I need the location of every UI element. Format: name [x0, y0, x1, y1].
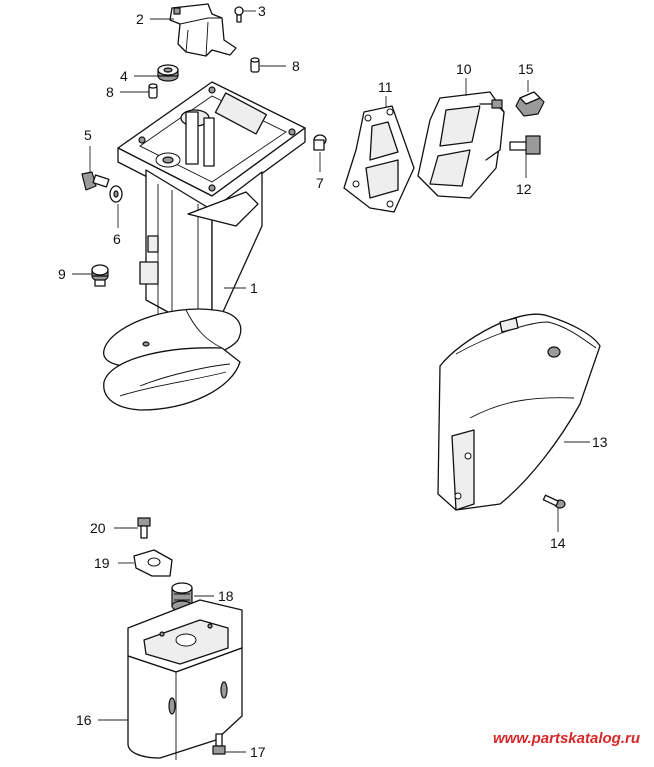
callout-16: 16 — [76, 712, 92, 728]
part-17-bolt — [212, 733, 226, 755]
callout-8-right: 8 — [292, 58, 300, 74]
callout-3: 3 — [258, 3, 266, 19]
callout-6: 6 — [113, 231, 121, 247]
part-14-screw — [542, 494, 566, 509]
callout-9: 9 — [58, 266, 66, 282]
part-18-grommet — [171, 582, 193, 612]
callout-17: 17 — [250, 744, 266, 760]
callout-15: 15 — [518, 61, 534, 77]
part-15-nut — [515, 91, 545, 117]
callout-4: 4 — [120, 68, 128, 84]
part-20-bolt — [137, 517, 151, 539]
part-16-lower-cover — [127, 599, 243, 760]
part-6-washer — [109, 185, 123, 203]
callout-2: 2 — [136, 11, 144, 27]
callout-numbers: 1 2 3 4 5 6 7 8 8 9 10 11 12 13 14 15 16… — [58, 3, 608, 760]
callout-20: 20 — [90, 520, 106, 536]
callout-19: 19 — [94, 555, 110, 571]
callout-10: 10 — [456, 61, 472, 77]
leader-lines — [72, 10, 590, 753]
part-8-dowel-pin-left — [148, 83, 158, 99]
part-11-gasket — [343, 105, 415, 213]
callout-11: 11 — [378, 79, 393, 95]
part-1-drive-shaft-housing — [102, 81, 306, 411]
part-5-bolt — [81, 171, 110, 191]
part-2-bracket — [169, 3, 237, 57]
part-13-apron-cover — [437, 313, 601, 511]
part-4-grommet — [157, 64, 179, 82]
part-7-bolt — [313, 134, 327, 151]
watermark: www.partskatalog.ru — [493, 730, 640, 747]
callout-7: 7 — [316, 175, 324, 191]
callout-18: 18 — [218, 588, 234, 604]
part-12-bolt — [509, 135, 541, 155]
part-9-plug — [91, 264, 109, 287]
part-8-dowel-pin-right — [250, 57, 260, 73]
callout-1: 1 — [250, 280, 258, 296]
callout-5: 5 — [84, 127, 92, 143]
callout-13: 13 — [592, 434, 608, 450]
callout-14: 14 — [550, 535, 566, 551]
part-3-screw — [234, 6, 244, 23]
part-19-plate — [133, 549, 173, 577]
part-10-exhaust-plate — [417, 91, 505, 199]
callout-12: 12 — [516, 181, 532, 197]
callout-8-left: 8 — [106, 84, 114, 100]
